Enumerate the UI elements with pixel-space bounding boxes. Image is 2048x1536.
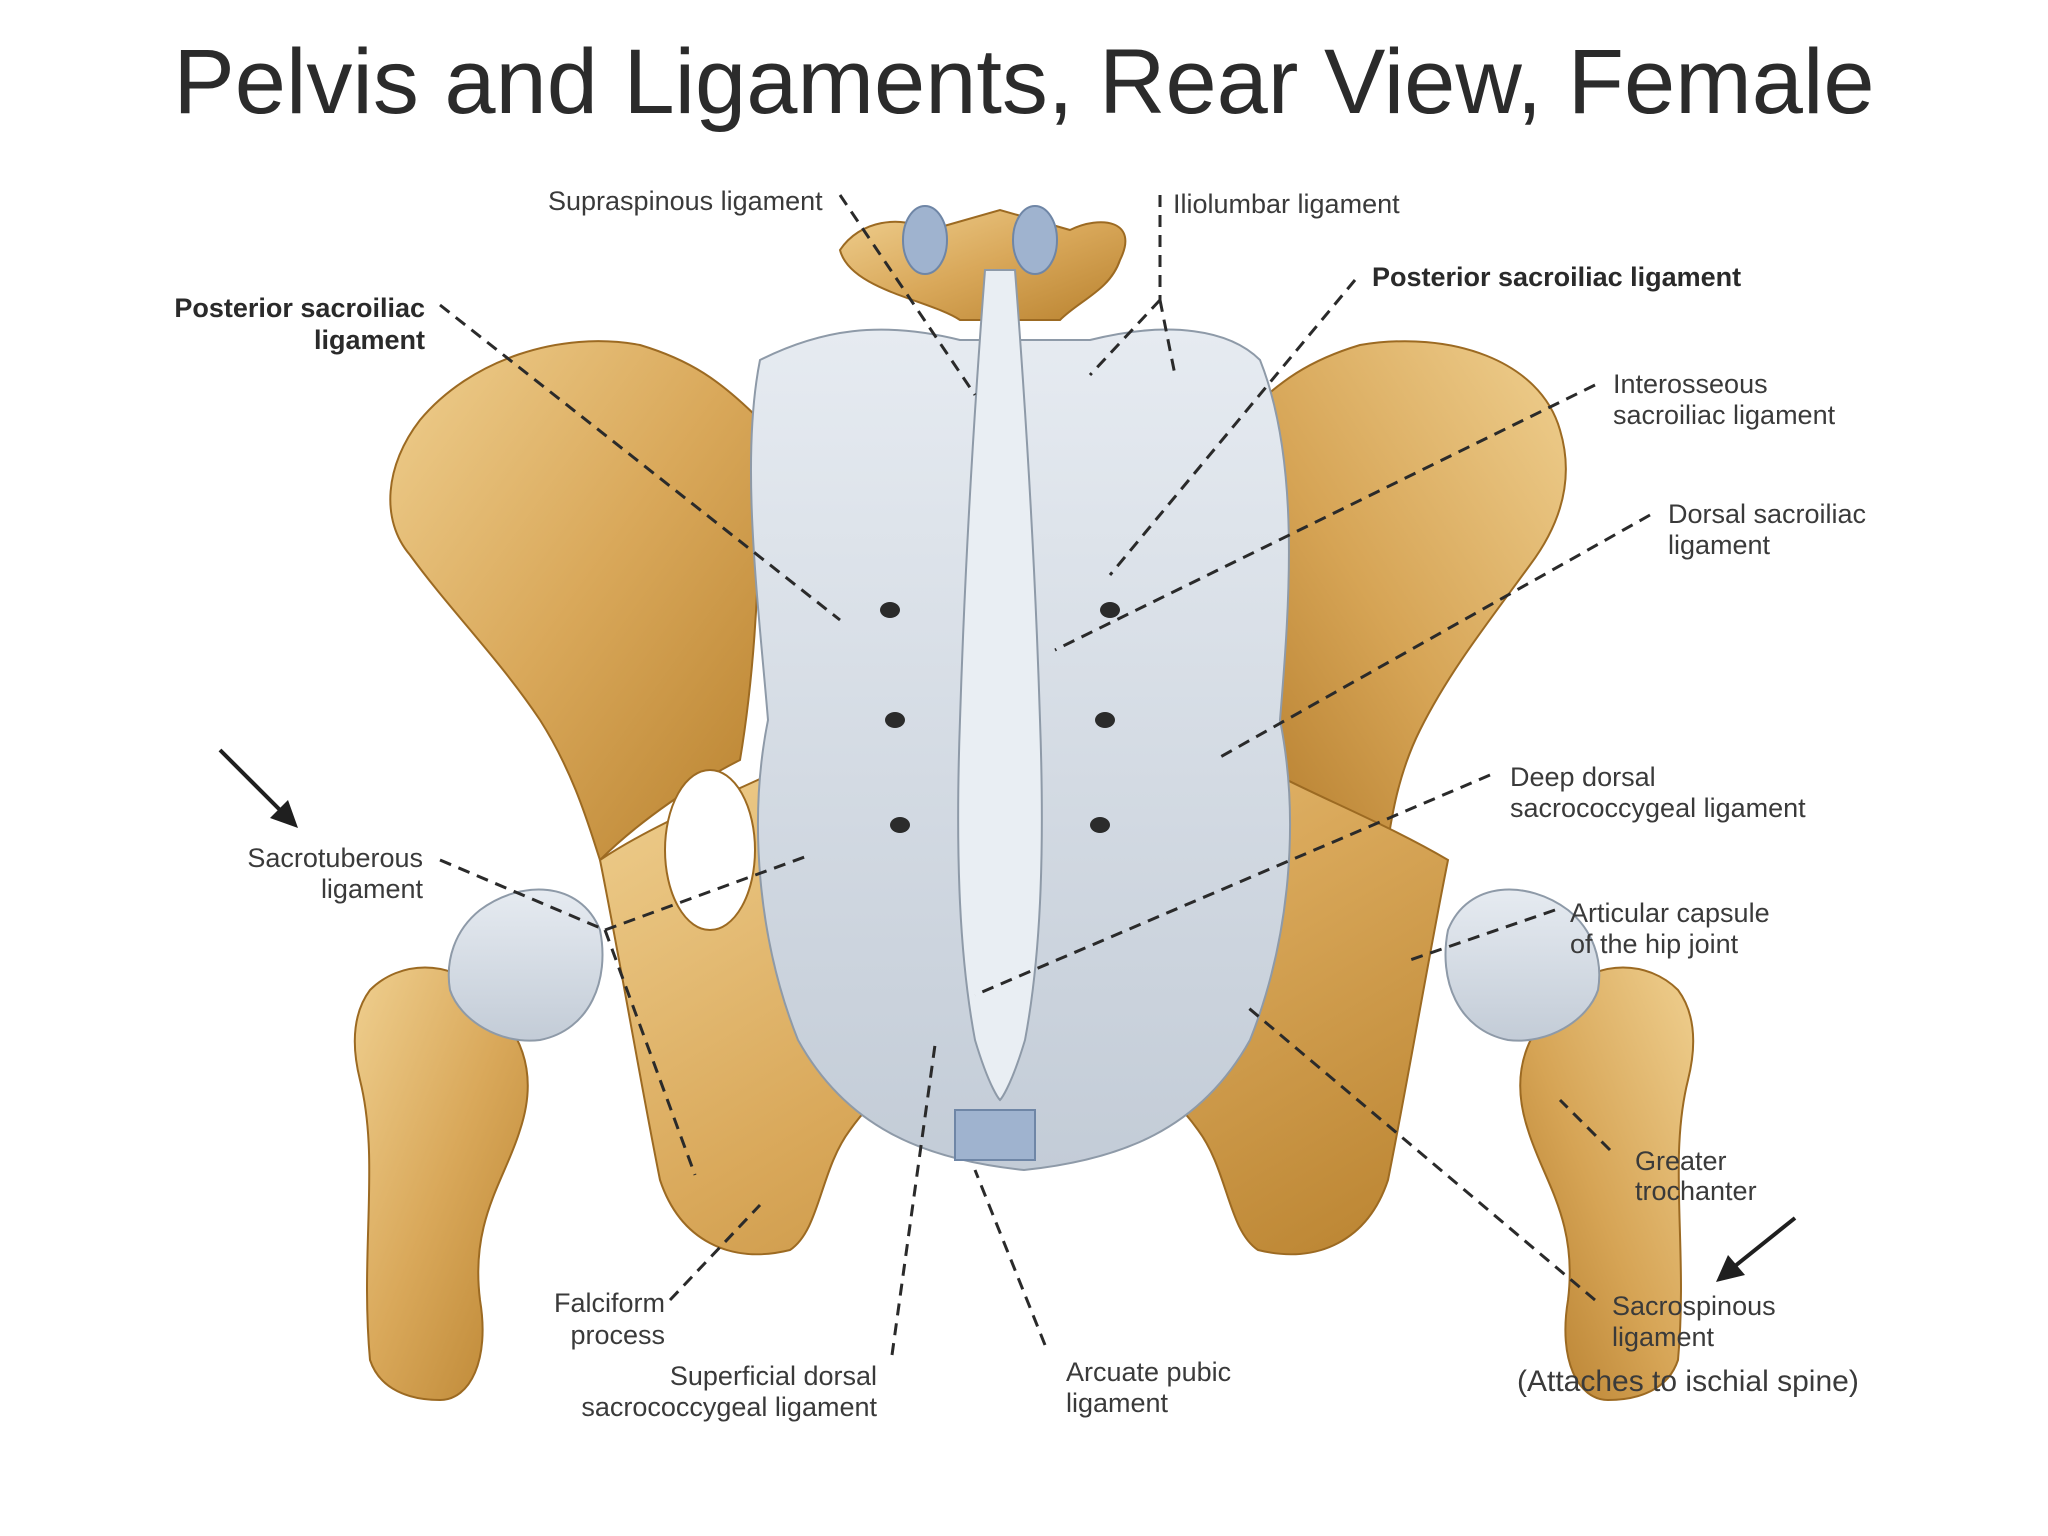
- label-sacrospinous-2: ligament: [1612, 1322, 1715, 1352]
- label-post-sacroiliac-left-1: Posterior sacroiliac: [174, 293, 425, 323]
- label-greater-trochanter-2: trochanter: [1635, 1176, 1757, 1206]
- left-hip-capsule: [447, 888, 604, 1042]
- label-deep-dorsal-2: sacrococcygeal ligament: [1510, 793, 1806, 823]
- facet-right: [1012, 205, 1058, 275]
- label-deep-dorsal-1: Deep dorsal: [1510, 762, 1656, 792]
- label-greater-trochanter-1: Greater: [1635, 1146, 1727, 1176]
- label-falciform-1: Falciform: [554, 1288, 665, 1318]
- label-supraspinous: Supraspinous ligament: [548, 186, 823, 216]
- label-post-sacroiliac-left-2: ligament: [314, 325, 425, 355]
- label-interosseous-2: sacroiliac ligament: [1613, 400, 1836, 430]
- label-sacrospinous-note: (Attaches to ischial spine): [1517, 1365, 1859, 1398]
- label-superficial-dorsal-1: Superficial dorsal: [670, 1361, 877, 1391]
- label-interosseous-1: Interosseous: [1613, 369, 1768, 399]
- label-sacrotuberous-1: Sacrotuberous: [247, 843, 423, 873]
- label-arcuate-pubic-2: ligament: [1066, 1388, 1169, 1418]
- left-arrow: [218, 748, 298, 828]
- label-post-sacroiliac-right: Posterior sacroiliac ligament: [1372, 262, 1741, 292]
- label-arcuate-pubic-1: Arcuate pubic: [1066, 1357, 1231, 1387]
- label-articular-capsule-2: of the hip joint: [1570, 929, 1739, 959]
- slide-title: Pelvis and Ligaments, Rear View, Female: [173, 31, 1875, 133]
- label-iliolumbar: Iliolumbar ligament: [1173, 189, 1400, 219]
- right-hip-capsule: [1444, 888, 1601, 1042]
- label-falciform-2: process: [570, 1320, 665, 1350]
- label-sacrotuberous-2: ligament: [321, 874, 424, 904]
- facet-left: [902, 205, 948, 275]
- label-dorsal-sacroiliac-2: ligament: [1668, 530, 1771, 560]
- label-sacrospinous-1: Sacrospinous: [1612, 1291, 1776, 1321]
- pubic-symphysis: [954, 1109, 1036, 1161]
- label-articular-capsule-1: Articular capsule: [1570, 898, 1770, 928]
- left-foramen: [664, 769, 756, 931]
- label-superficial-dorsal-2: sacrococcygeal ligament: [581, 1392, 877, 1422]
- sacral-crest: [957, 269, 1043, 1102]
- sacral-foramina: [880, 602, 1120, 833]
- label-dorsal-sacroiliac-1: Dorsal sacroiliac: [1668, 499, 1866, 529]
- leader-lines: [439, 194, 1651, 1356]
- right-arrow: [1716, 1216, 1797, 1282]
